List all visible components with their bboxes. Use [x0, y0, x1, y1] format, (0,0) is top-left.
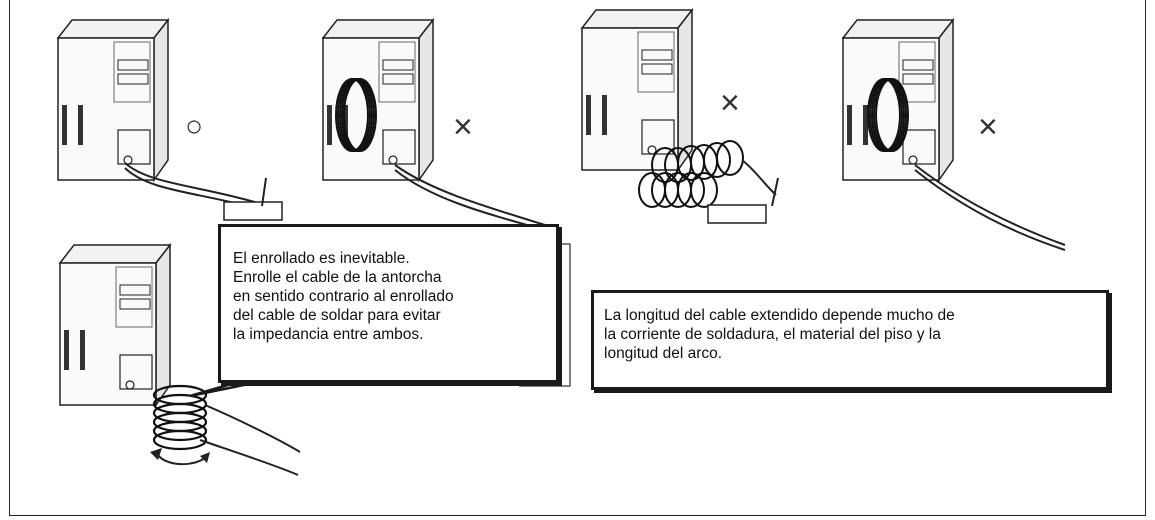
callout-line: longitud del arco.: [604, 345, 723, 362]
callout-coil-instruction: El enrollado es inevitable. Enrolle el c…: [218, 224, 559, 383]
callout-line: del cable de soldar para evitar: [233, 307, 441, 324]
machine-coiled-floor: [581, 9, 779, 224]
callout-line: Enrolle el cable de la antorcha: [233, 269, 442, 286]
callout-cable-length: La longitud del cable extendido depende …: [591, 290, 1109, 390]
callout-line: El enrollado es inevitable.: [233, 250, 410, 267]
machine-coiled-side-2: [842, 19, 1066, 251]
wrong-symbol-3: ×: [978, 108, 998, 146]
callout-line: en sentido contrario al enrollado: [233, 288, 454, 305]
callout-line: La longitud del cable extendido depende …: [604, 307, 955, 324]
wrong-symbol-2: ×: [720, 84, 740, 122]
correct-symbol: ○: [185, 110, 204, 143]
machine-reverse-coil: [59, 244, 301, 476]
callout-line: la corriente de soldadura, el material d…: [604, 326, 941, 343]
machine-coiled-side: [322, 19, 546, 231]
machine-correct: [57, 19, 283, 221]
figure-frame: [9, 0, 1146, 516]
callout-line: la impedancia entre ambos.: [233, 326, 424, 343]
wrong-symbol-1: ×: [453, 108, 473, 146]
